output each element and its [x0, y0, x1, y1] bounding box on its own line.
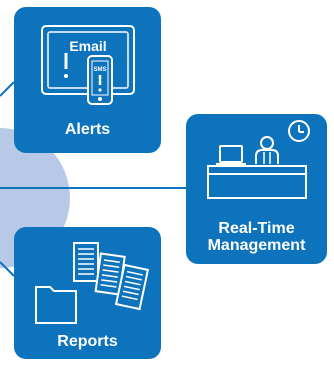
sms-text: SMS [93, 67, 106, 73]
alerts-label: Alerts [64, 121, 111, 138]
email-sms-alert-icon: SMS Email [41, 25, 135, 105]
reports-tile: Reports [14, 227, 161, 359]
connector-alerts [0, 81, 15, 97]
realtime-management-tile: Real-Time Management [186, 114, 327, 264]
connector-reports [0, 261, 15, 277]
alerts-tile: SMS Email Alerts [14, 7, 161, 153]
realtime-label-line1: Real-Time [218, 220, 295, 237]
desk-person-clock-icon [207, 120, 310, 199]
folder-documents-icon [35, 242, 150, 324]
realtime-label-line2: Management [207, 237, 306, 254]
reports-label: Reports [57, 333, 118, 350]
email-text: Email [69, 38, 106, 54]
